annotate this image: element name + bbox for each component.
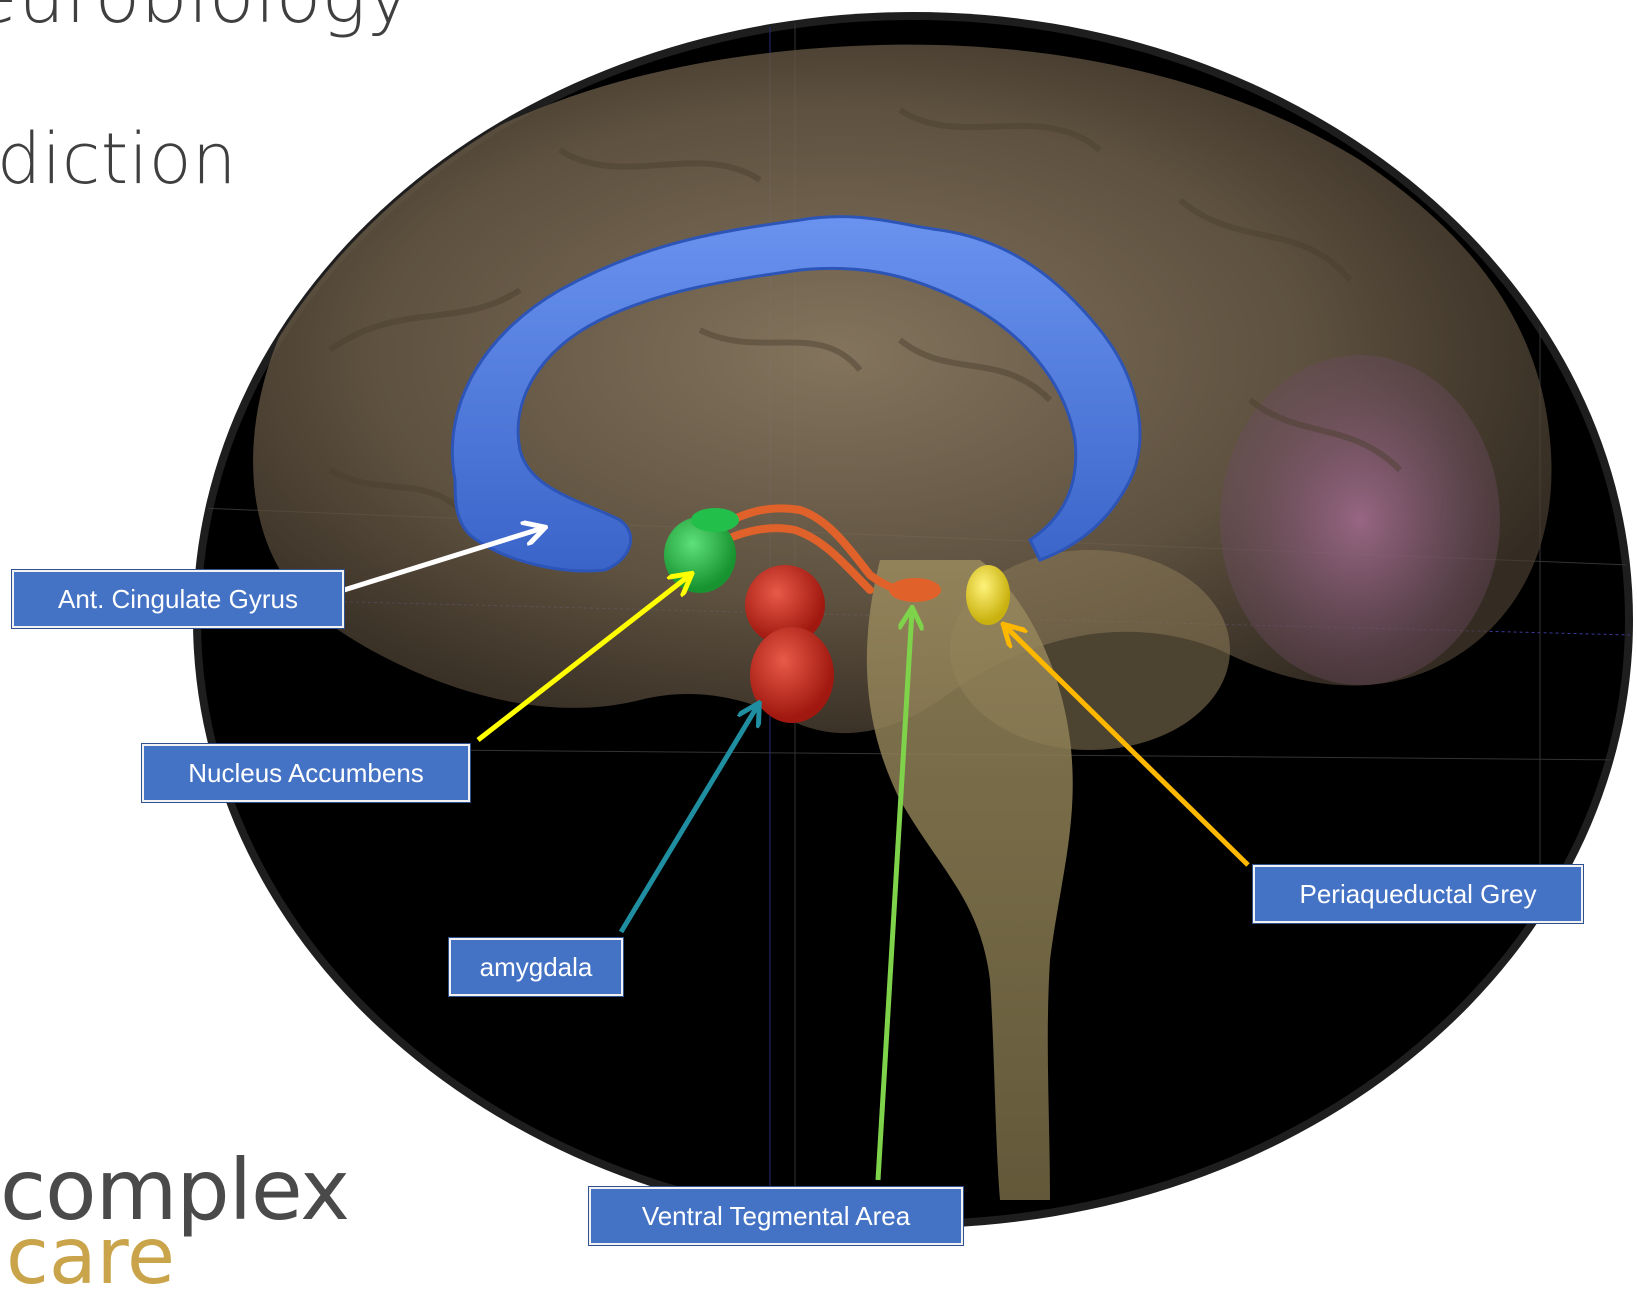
vta-structure [889,578,941,602]
label-nucleus-accumbens: Nucleus Accumbens [142,744,470,802]
logo-line-2: care [6,1218,175,1296]
occipital-lobe [1220,355,1500,685]
label-anterior-cingulate: Ant. Cingulate Gyrus [12,570,344,628]
periaqueductal-structure [966,565,1010,625]
amygdala-lower [750,627,834,723]
label-periaqueductal-grey: Periaqueductal Grey [1253,865,1583,923]
label-ventral-tegmental-area: Ventral Tegmental Area [589,1187,963,1245]
nucleus-accumbens-top [691,508,739,532]
label-amygdala: amygdala [449,938,623,996]
